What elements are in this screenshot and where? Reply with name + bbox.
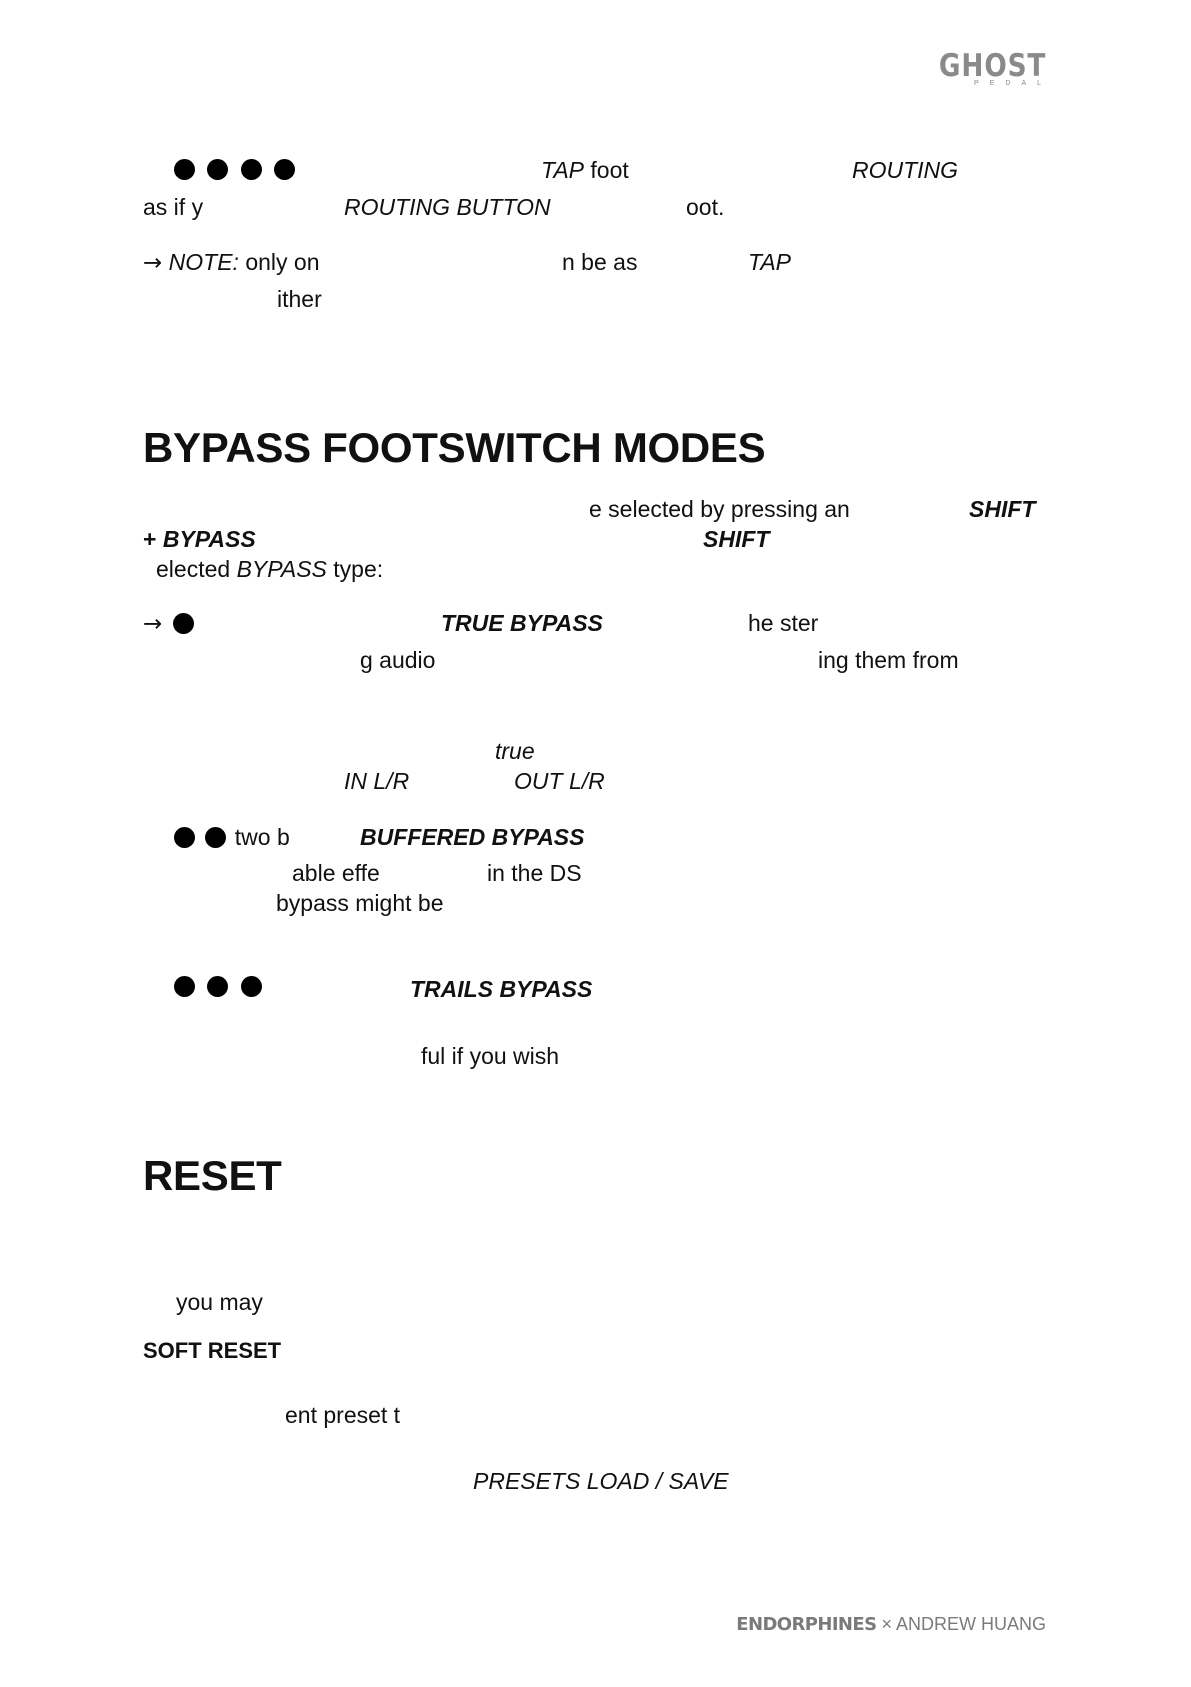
endorphines-brand: ENDORPHINES xyxy=(736,1614,877,1635)
note-tap-term: TAP xyxy=(748,249,792,275)
note-either: ither xyxy=(277,286,322,312)
led-dot xyxy=(172,613,194,634)
trails-bypass-label: TRAILS BYPASS xyxy=(410,976,593,1002)
led-dot xyxy=(240,976,262,997)
buffered-marker: two b xyxy=(174,823,290,851)
true-bypass-text3: ing them from xyxy=(818,647,959,673)
led-dot xyxy=(240,159,262,180)
buffered-text1: able effe xyxy=(292,860,380,886)
true-term: true xyxy=(495,738,535,764)
led-dot xyxy=(274,159,296,180)
as-if-text: as if y xyxy=(143,194,204,220)
note-be-as: n be as xyxy=(562,249,638,275)
intro3-post: type: xyxy=(326,556,384,582)
tap-note: → NOTE: only on xyxy=(143,248,320,277)
bypass-intro1: e selected by pressing an xyxy=(589,496,850,522)
footer-credit: ENDORPHINES × ANDREW HUANG xyxy=(736,1614,1046,1635)
logo-wordmark: GHOST xyxy=(938,48,1046,84)
intro3-pre: elected xyxy=(156,556,237,582)
trails-dots xyxy=(174,976,262,1002)
arrow-right-icon: → xyxy=(143,250,163,276)
bypass-italic: BYPASS xyxy=(236,556,327,582)
in-lr-term: IN L/R xyxy=(344,768,410,794)
foot-text: foot xyxy=(584,157,629,183)
true-bypass-text1: he ster xyxy=(748,610,819,636)
tap-line1-text: TAP foot xyxy=(541,156,629,184)
soft-reset-heading: SOFT RESET xyxy=(143,1338,282,1363)
arrow-right-icon: → xyxy=(143,611,163,637)
ghost-logo: GHOST PEDAL xyxy=(920,48,1046,87)
buffered-bypass-label: BUFFERED BYPASS xyxy=(360,824,585,850)
buffered-text3: bypass might be xyxy=(276,890,444,916)
you-may-text: you may xyxy=(176,1289,263,1315)
andrew-huang-name: ANDREW HUANG xyxy=(895,1614,1046,1634)
shift-term: SHIFT xyxy=(969,496,1036,522)
led-dot xyxy=(174,827,195,848)
bypass-term: BYPASS xyxy=(162,526,256,552)
led-dot xyxy=(174,976,195,997)
note-text: only on xyxy=(238,249,320,275)
led-dot xyxy=(207,159,229,180)
footer-x: × xyxy=(876,1614,896,1634)
routing-term: ROUTING xyxy=(852,157,959,183)
bypass-intro2: + BYPASS xyxy=(143,525,256,553)
trails-text1: ful if you wish xyxy=(421,1043,560,1069)
presets-load-save-term: PRESETS LOAD / SAVE xyxy=(473,1468,729,1494)
led-dot xyxy=(174,159,195,180)
shift-term-2: SHIFT xyxy=(703,526,770,552)
reset-heading: RESET xyxy=(143,1152,282,1199)
bypass-intro3: elected BYPASS type: xyxy=(156,555,383,583)
out-lr-term: OUT L/R xyxy=(514,768,605,794)
true-bypass-label: TRUE BYPASS xyxy=(441,610,603,636)
two-b-text: two b xyxy=(234,824,290,850)
oot-text: oot. xyxy=(686,194,725,220)
bypass-heading: BYPASS FOOTSWITCH MODES xyxy=(143,424,766,471)
plus-sign: + xyxy=(143,526,163,552)
led-dot xyxy=(205,827,227,848)
note-label: NOTE: xyxy=(168,249,239,275)
routing-button-term: ROUTING BUTTON xyxy=(344,194,551,220)
true-bypass-marker: → xyxy=(143,609,194,638)
logo-subtext: PEDAL xyxy=(974,80,1052,87)
four-dots xyxy=(174,159,296,185)
true-bypass-text2: g audio xyxy=(360,647,436,673)
tap-term: TAP xyxy=(541,157,585,183)
preset-text: ent preset t xyxy=(285,1402,401,1428)
led-dot xyxy=(207,976,229,997)
buffered-text2: in the DS xyxy=(487,860,582,886)
